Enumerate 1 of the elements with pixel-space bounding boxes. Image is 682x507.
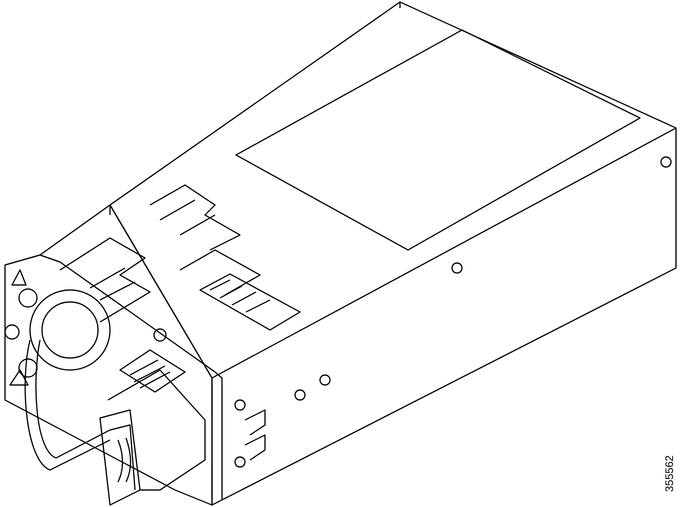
figure-number: 355562 [664,455,676,492]
